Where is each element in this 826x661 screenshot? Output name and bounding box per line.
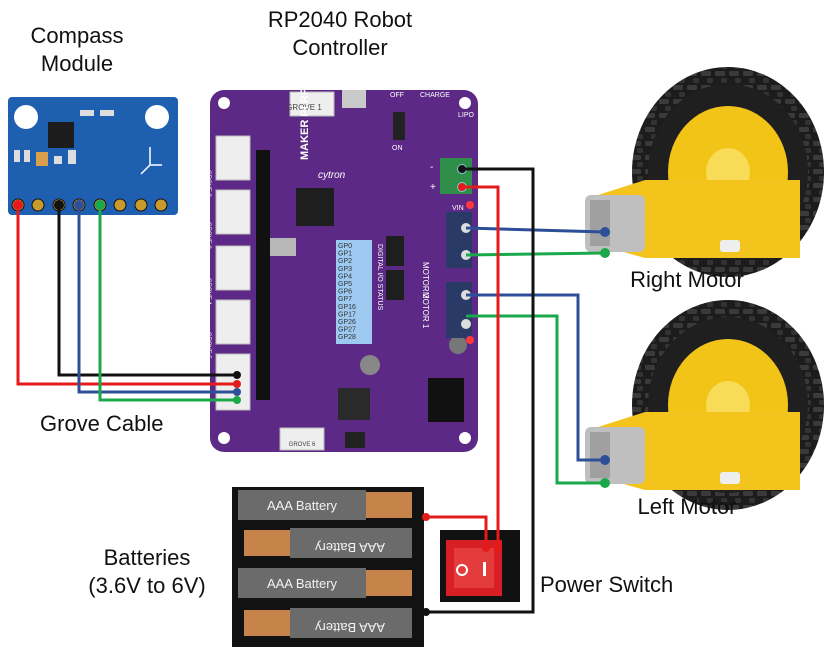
board-gp-label: GP27 [338, 327, 356, 334]
batteries-label-line1: Batteries [72, 544, 222, 572]
wire-green-right-motor [466, 253, 605, 255]
board-gp-label: GP7 [338, 296, 352, 303]
wire-green-left-motor [466, 316, 605, 483]
board-gp-label: GP2 [338, 258, 352, 265]
board-label-on: ON [392, 145, 403, 152]
board-gp-label: GP6 [338, 289, 352, 296]
power-switch [440, 530, 520, 602]
left-motor-label: Left Motor [612, 493, 762, 521]
board-brand: MAKER PI RP2040 [299, 63, 311, 160]
board-label-lipo: LIPO [458, 112, 475, 119]
battery-label-1: AAA Battery [267, 498, 338, 513]
controller-label-line2: Controller [250, 34, 430, 62]
controller-label: RP2040 Robot Controller [250, 6, 430, 62]
wire-blue-left-motor [466, 295, 605, 460]
board-gp-label: GP0 [338, 243, 352, 250]
board-label-plus: + [430, 182, 436, 193]
board-label-off: OFF [390, 92, 404, 99]
board-label-charge: CHARGE [420, 92, 450, 99]
compass-label: Compass Module [14, 22, 140, 78]
board-label-vin: VIN [452, 205, 464, 212]
board-label-motor1: MOTOR 1 [421, 292, 430, 329]
power-switch-label: Power Switch [540, 571, 700, 599]
board-label-grove4: GROVE 4 [205, 278, 211, 305]
board-label-grove2: GROVE 2 [205, 170, 211, 197]
board-gp-label: GP28 [338, 334, 356, 341]
board-gp-label: GP1 [338, 251, 352, 258]
board-label-minus: - [430, 162, 433, 173]
left-motor [585, 300, 824, 510]
controller-label-line1: RP2040 Robot [250, 6, 430, 34]
battery-label-3: AAA Battery [267, 576, 338, 591]
board-label-grove3: GROVE 3 [205, 222, 211, 249]
right-motor [585, 67, 824, 277]
batteries-label: Batteries (3.6V to 6V) [72, 544, 222, 600]
wire-red-compass-vcc [18, 205, 237, 384]
battery-label-2: AAA Battery [314, 540, 385, 555]
board-gp-label: GP4 [338, 273, 352, 280]
board-label-grove5: GROVE 5 [205, 332, 211, 359]
board-maker: cytron [318, 170, 346, 181]
board-label-grove6: GROVE 6 [289, 442, 316, 448]
grove-cable-label: Grove Cable [40, 410, 176, 438]
compass-label-line1: Compass [14, 22, 140, 50]
battery-label-4: AAA Battery [314, 620, 385, 635]
board-gp-label: GP17 [338, 311, 356, 318]
compass-module [8, 97, 178, 215]
board-label-digital-io: DIGITAL I/O STATUS [376, 244, 383, 311]
board-gp-label: GP3 [338, 266, 352, 273]
board-gp-label: GP16 [338, 304, 356, 311]
batteries-label-line2: (3.6V to 6V) [72, 572, 222, 600]
board-gp-label: GP5 [338, 281, 352, 288]
wire-blue-right-motor [466, 228, 605, 232]
board-gp-label: GP26 [338, 319, 356, 326]
compass-label-line2: Module [14, 50, 140, 78]
right-motor-label: Right Motor [612, 266, 762, 294]
